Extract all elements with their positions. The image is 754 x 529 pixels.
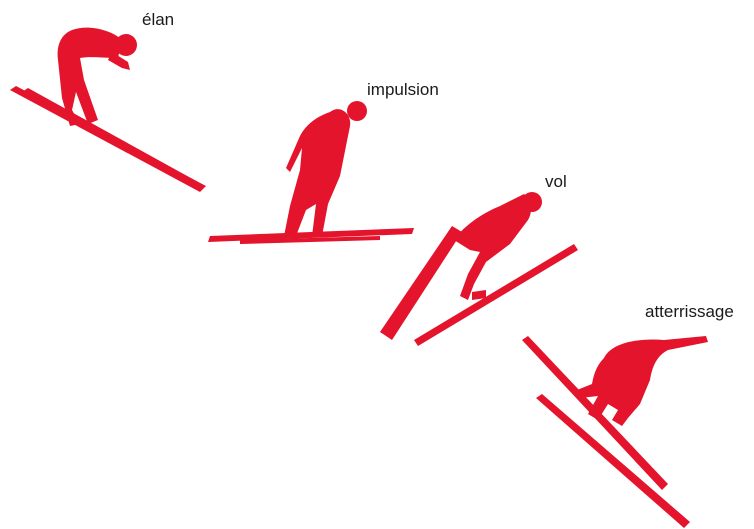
phase-label-elan: élan xyxy=(142,10,174,30)
skier-flight-icon xyxy=(380,192,578,346)
phase-label-impulsion: impulsion xyxy=(367,80,439,100)
phase-label-vol: vol xyxy=(545,172,567,192)
skier-crouch-icon xyxy=(10,28,206,192)
skier-landing-icon xyxy=(522,336,708,528)
phase-label-atterrissage: atterrissage xyxy=(645,302,734,322)
skier-takeoff-icon xyxy=(208,101,414,244)
